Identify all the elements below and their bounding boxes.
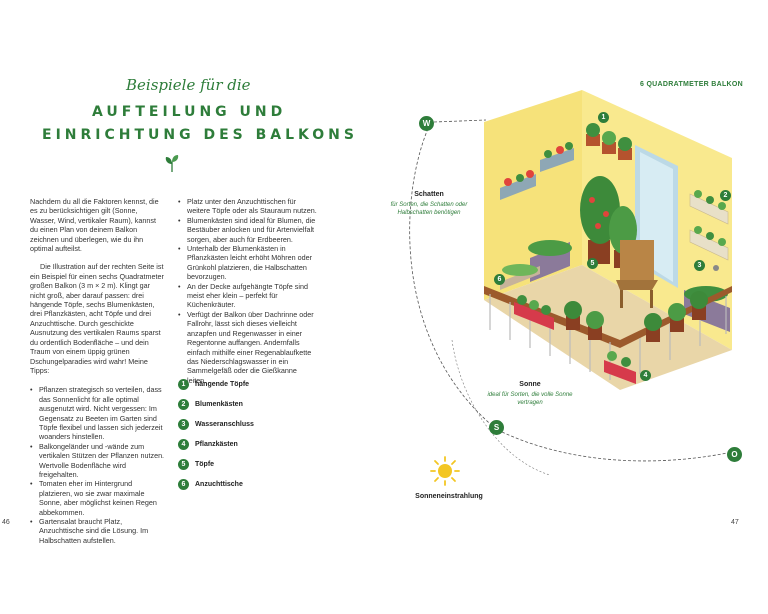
column-2: Platz unter den Anzuchttischen für weite…: [178, 197, 318, 385]
script-title: Beispiele für die: [126, 76, 251, 94]
water-tap: [713, 265, 719, 271]
chair: [616, 240, 658, 308]
marker-2: 2: [720, 190, 731, 201]
col1-paragraph-1: Nachdem du all die Faktoren kennst, die …: [30, 197, 159, 254]
page-number-right: 47: [731, 519, 739, 526]
marker-5: 5: [587, 258, 598, 269]
shade-title: Schatten: [414, 191, 444, 198]
sun-radiation-label: Sonneneinstrahlung: [415, 493, 483, 500]
list-item: An der Decke aufgehängte Töpfe sind meis…: [178, 282, 318, 310]
marker-6: 6: [494, 274, 505, 285]
marker-3: 3: [694, 260, 705, 271]
railing-boxes: [514, 295, 636, 384]
list-item: Verfügt der Balkon über Dachrinne oder F…: [178, 310, 318, 385]
list-item: Gartensalat braucht Platz, Anzuchttische…: [30, 517, 165, 545]
compass-west: W: [419, 116, 434, 131]
list-item: Unterhalb der Blumenkästen in Pflanzkäst…: [178, 244, 318, 282]
heading-line-1: AUFTEILUNG UND: [92, 104, 287, 120]
compass-arc: [409, 119, 733, 476]
sprout-icon: [165, 155, 179, 172]
list-item: Platz unter den Anzuchttischen für weite…: [178, 197, 318, 216]
compass-south: S: [489, 420, 504, 435]
list-item: Balkongeländer und -wände zum vertikalen…: [30, 442, 165, 480]
list-item: Blumenkästen sind ideal für Blumen, die …: [178, 216, 318, 244]
growing-tables: [500, 264, 540, 290]
col1-tips-list: Pflanzen strategisch so verteilen, dass …: [30, 385, 165, 545]
flower-boxes-right: [689, 190, 729, 261]
sun-icon: [430, 456, 460, 486]
column-1: Nachdem du all die Faktoren kennst, die …: [30, 197, 165, 545]
sun-title: Sonne: [519, 381, 541, 388]
floor-pots: [564, 291, 708, 342]
marker-1: 1: [598, 112, 609, 123]
hanging-pots: [586, 123, 632, 160]
col1-paragraph-2: Die Illustration auf der rechten Seite i…: [30, 262, 164, 375]
marker-4: 4: [640, 370, 651, 381]
sun-subtitle: ideal für Sorten, die volle Sonne vertra…: [487, 392, 573, 406]
heading-line-2: EINRICHTUNG DES BALKONS: [42, 127, 358, 143]
balcony-title: 6 QUADRATMETER BALKON: [640, 81, 744, 88]
flower-boxes-left: [500, 142, 574, 200]
list-item: Tomaten eher im Hintergrund platzieren, …: [30, 479, 165, 517]
page-number-left: 46: [2, 519, 10, 526]
col2-tips-list: Platz unter den Anzuchttischen für weite…: [178, 197, 318, 385]
balcony-illustration: [484, 90, 732, 390]
compass-east: O: [727, 447, 742, 462]
list-item: Pflanzen strategisch so verteilen, dass …: [30, 385, 165, 441]
shade-subtitle: für Sorten, die Schatten oder Halbschatt…: [390, 202, 468, 216]
